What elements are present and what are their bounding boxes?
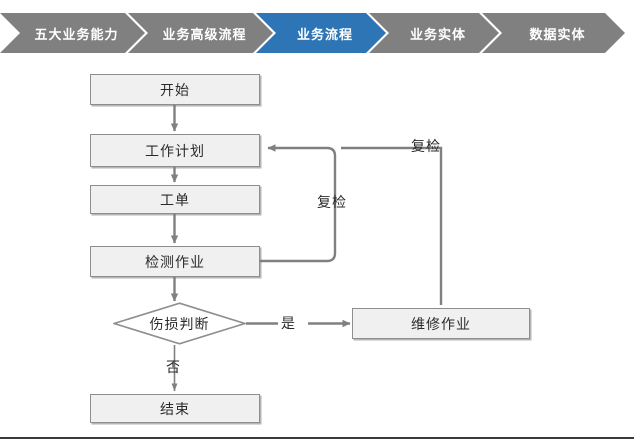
- edge-label-yes: 是: [281, 315, 296, 331]
- node-inspection-label: 检测作业: [145, 253, 205, 270]
- node-work-plan-label: 工作计划: [145, 142, 205, 159]
- node-judgement[interactable]: 伤损判断: [113, 302, 246, 345]
- node-work-order-label: 工单: [160, 191, 190, 208]
- node-start[interactable]: 开始: [90, 74, 260, 105]
- edge-repair-to-work-plan-recheck: [341, 146, 443, 305]
- node-repair[interactable]: 维修作业: [352, 308, 530, 339]
- edge-label-recheck-outer: 复检: [411, 138, 441, 154]
- edge-inspection-to-work-plan-recheck: [260, 144, 337, 263]
- node-work-plan[interactable]: 工作计划: [90, 134, 260, 167]
- node-work-order[interactable]: 工单: [90, 185, 260, 214]
- edge-label-no: 否: [166, 359, 181, 375]
- edge-label-recheck-inner: 复检: [317, 194, 347, 210]
- node-end-label: 结束: [160, 400, 190, 417]
- node-start-label: 开始: [160, 81, 190, 98]
- node-judgement-label: 伤损判断: [149, 315, 210, 332]
- node-end[interactable]: 结束: [90, 394, 260, 423]
- node-inspection[interactable]: 检测作业: [90, 246, 260, 277]
- diamond-shape-icon: [113, 302, 246, 345]
- node-repair-label: 维修作业: [411, 315, 471, 332]
